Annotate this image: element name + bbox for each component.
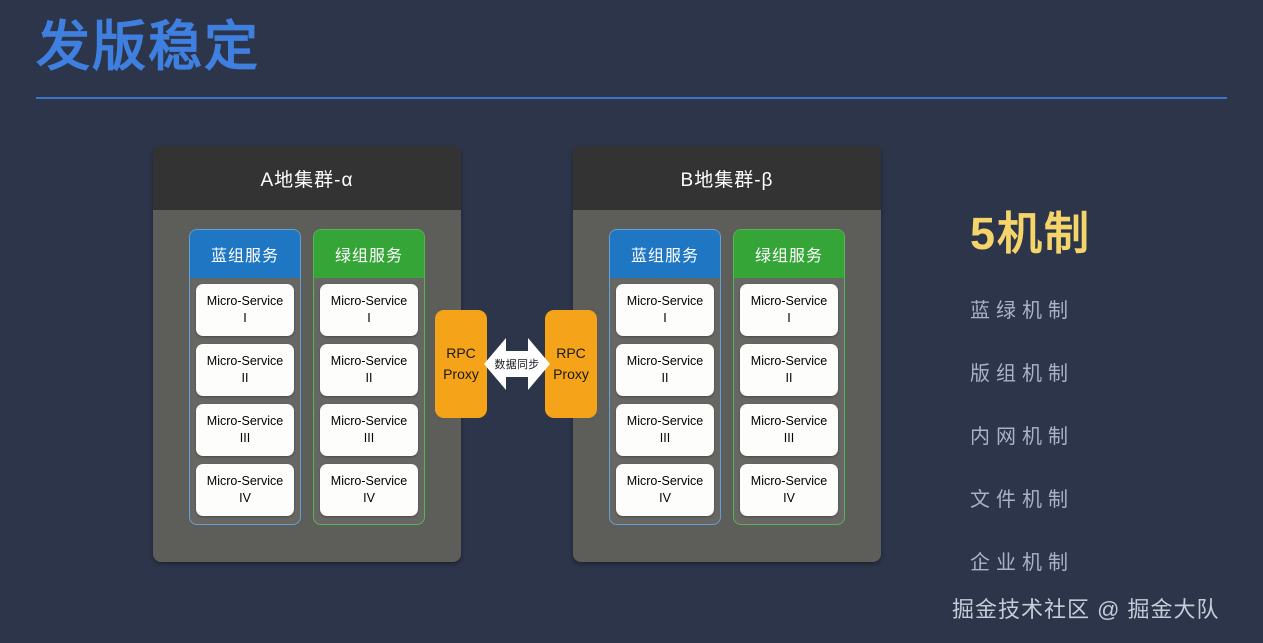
service-index: I <box>367 311 371 325</box>
group-header-green-b: 绿组服务 <box>734 230 844 278</box>
group-header-blue-a: 蓝组服务 <box>190 230 300 278</box>
group-column-blue-b: 蓝组服务 Micro-Service I Micro-Service II Mi… <box>609 229 721 525</box>
cluster-panel-b: B地集群-β 蓝组服务 Micro-Service I Micro-Servic… <box>573 146 881 562</box>
mechanism-item-4: 文件机制 <box>970 488 1074 511</box>
service-box[interactable]: Micro-Service I <box>740 284 838 336</box>
title-divider <box>36 97 1227 99</box>
service-name: Micro-Service <box>206 413 284 428</box>
rpc-proxy-left[interactable]: RPC Proxy <box>435 310 487 418</box>
group-header-green-a: 绿组服务 <box>314 230 424 278</box>
mechanisms-title: 5机制 <box>970 208 1092 259</box>
service-index: III <box>363 431 375 445</box>
service-box[interactable]: Micro-Service IV <box>740 464 838 516</box>
cluster-b-title: B地集群-β <box>573 146 881 210</box>
cluster-a-title: A地集群-α <box>153 146 461 210</box>
service-index: III <box>239 431 251 445</box>
service-name: Micro-Service <box>206 473 284 488</box>
service-box[interactable]: Micro-Service II <box>616 344 714 396</box>
group-column-green-a: 绿组服务 Micro-Service I Micro-Service II Mi… <box>313 229 425 525</box>
service-name: Micro-Service <box>330 473 408 488</box>
mechanism-item-1: 蓝绿机制 <box>970 299 1074 322</box>
service-index: I <box>663 311 667 325</box>
service-box[interactable]: Micro-Service III <box>616 404 714 456</box>
service-name: Micro-Service <box>750 353 828 368</box>
service-box[interactable]: Micro-Service IV <box>616 464 714 516</box>
service-box[interactable]: Micro-Service IV <box>320 464 418 516</box>
service-name: Micro-Service <box>750 293 828 308</box>
service-name: Micro-Service <box>626 473 704 488</box>
service-index: IV <box>363 491 375 505</box>
service-name: Micro-Service <box>750 473 828 488</box>
mechanism-item-2: 版组机制 <box>970 362 1074 385</box>
service-list-blue-a: Micro-Service I Micro-Service II Micro-S… <box>190 278 300 524</box>
rpc-proxy-right[interactable]: RPC Proxy <box>545 310 597 418</box>
service-box[interactable]: Micro-Service II <box>320 344 418 396</box>
service-name: Micro-Service <box>206 293 284 308</box>
service-name: Micro-Service <box>626 353 704 368</box>
rpc-proxy-line2: Proxy <box>553 366 589 382</box>
cluster-a-groups: 蓝组服务 Micro-Service I Micro-Service II Mi… <box>153 210 461 525</box>
service-index: IV <box>239 491 251 505</box>
service-box[interactable]: Micro-Service I <box>196 284 294 336</box>
service-name: Micro-Service <box>330 293 408 308</box>
mechanisms-panel: 5机制 蓝绿机制 版组机制 内网机制 文件机制 企业机制 <box>970 208 1240 575</box>
service-index: I <box>787 311 791 325</box>
sync-arrow-label: 数据同步 <box>494 359 540 371</box>
service-name: Micro-Service <box>206 353 284 368</box>
cluster-panel-a: A地集群-α 蓝组服务 Micro-Service I Micro-Servic… <box>153 146 461 562</box>
service-list-green-a: Micro-Service I Micro-Service II Micro-S… <box>314 278 424 524</box>
service-index: III <box>659 431 671 445</box>
service-index: III <box>783 431 795 445</box>
service-name: Micro-Service <box>750 413 828 428</box>
service-box[interactable]: Micro-Service III <box>320 404 418 456</box>
service-index: IV <box>659 491 671 505</box>
service-index: II <box>365 371 373 385</box>
service-box[interactable]: Micro-Service I <box>320 284 418 336</box>
footer-credit: 掘金技术社区 @ 掘金大队 <box>952 597 1220 622</box>
rpc-proxy-line1: RPC <box>556 345 586 361</box>
service-index: IV <box>783 491 795 505</box>
rpc-proxy-line1: RPC <box>446 345 476 361</box>
group-column-blue-a: 蓝组服务 Micro-Service I Micro-Service II Mi… <box>189 229 301 525</box>
service-name: Micro-Service <box>330 353 408 368</box>
page-title: 发版稳定 <box>36 17 260 77</box>
group-header-blue-b: 蓝组服务 <box>610 230 720 278</box>
service-box[interactable]: Micro-Service III <box>196 404 294 456</box>
service-list-green-b: Micro-Service I Micro-Service II Micro-S… <box>734 278 844 524</box>
group-column-green-b: 绿组服务 Micro-Service I Micro-Service II Mi… <box>733 229 845 525</box>
service-list-blue-b: Micro-Service I Micro-Service II Micro-S… <box>610 278 720 524</box>
cluster-b-groups: 蓝组服务 Micro-Service I Micro-Service II Mi… <box>573 210 881 525</box>
service-index: II <box>661 371 669 385</box>
service-box[interactable]: Micro-Service IV <box>196 464 294 516</box>
mechanism-item-3: 内网机制 <box>970 425 1074 448</box>
rpc-proxy-line2: Proxy <box>443 366 479 382</box>
service-box[interactable]: Micro-Service II <box>740 344 838 396</box>
service-index: I <box>243 311 247 325</box>
service-index: II <box>785 371 793 385</box>
double-arrow-icon <box>484 338 550 390</box>
service-box[interactable]: Micro-Service II <box>196 344 294 396</box>
data-sync-connector: 数据同步 <box>484 330 550 398</box>
service-name: Micro-Service <box>626 293 704 308</box>
service-name: Micro-Service <box>626 413 704 428</box>
mechanism-item-5: 企业机制 <box>970 551 1074 574</box>
service-index: II <box>241 371 249 385</box>
service-name: Micro-Service <box>330 413 408 428</box>
service-box[interactable]: Micro-Service III <box>740 404 838 456</box>
service-box[interactable]: Micro-Service I <box>616 284 714 336</box>
